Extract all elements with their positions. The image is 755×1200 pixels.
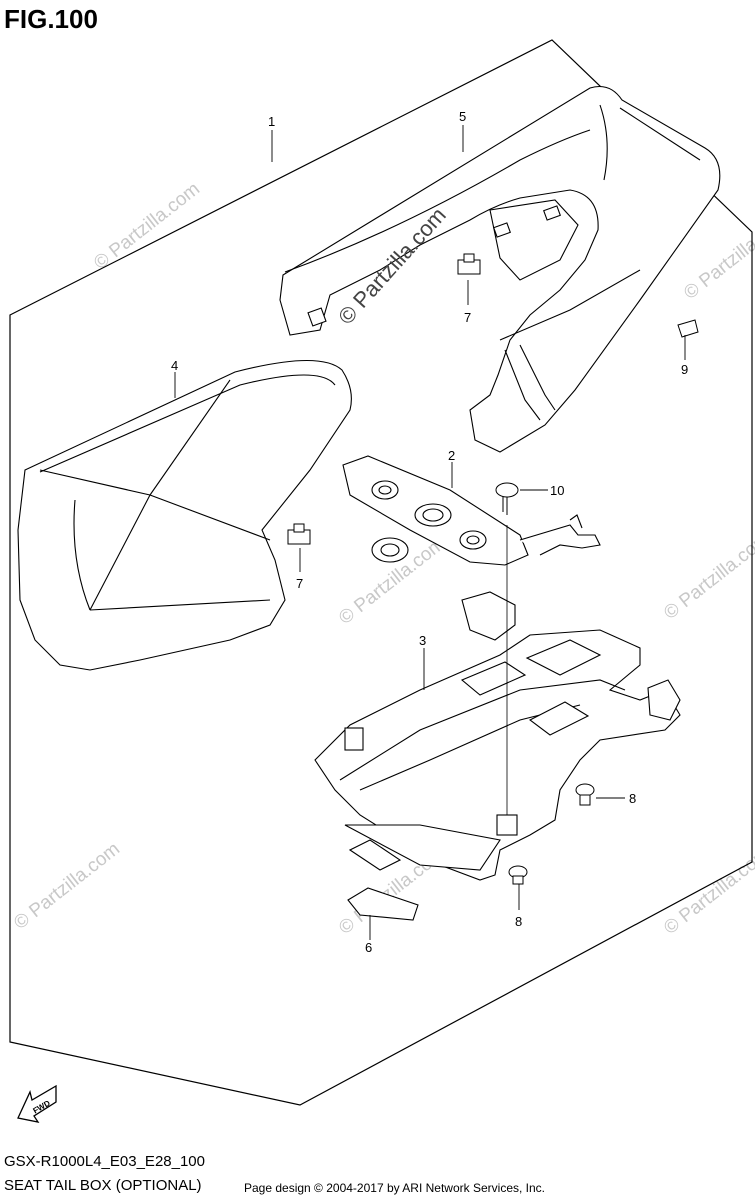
callout-8: 8 (629, 791, 636, 806)
callout-7: 7 (296, 576, 303, 591)
callout-9: 9 (681, 362, 688, 377)
watermark: © Partzilla.com (660, 529, 755, 624)
callout-labels: 1 2 3 4 5 6 7 7 8 8 9 10 (171, 109, 688, 955)
clip-part-7 (287, 253, 481, 545)
callout-8: 8 (515, 914, 522, 929)
model-code: GSX-R1000L4_E03_E28_100 (4, 1153, 205, 1170)
callout-10: 10 (550, 483, 564, 498)
seat-cover (17, 359, 352, 671)
watermark: © Partzilla.com (10, 839, 124, 934)
callout-3: 3 (419, 633, 426, 648)
fwd-arrow-icon: FWD (17, 1084, 57, 1123)
page-credit: Page design © 2004-2017 by ARI Network S… (244, 1181, 546, 1195)
watermark: © Partzilla.com (660, 844, 755, 939)
callout-2: 2 (448, 448, 455, 463)
tail-cowl (279, 85, 721, 453)
pad-part-9 (677, 319, 699, 338)
callout-5: 5 (459, 109, 466, 124)
callout-4: 4 (171, 358, 178, 373)
bracket-plate (342, 455, 601, 566)
callout-1: 1 (268, 114, 275, 129)
leader-lines (174, 125, 686, 940)
grommet (371, 537, 409, 563)
watermark: © Partzilla.com (90, 179, 204, 274)
figure-title: FIG.100 (4, 4, 98, 34)
pad-part-6 (347, 887, 419, 921)
kit-outline (9, 39, 753, 1106)
screw-part-10 (495, 482, 519, 515)
callout-6: 6 (365, 940, 372, 955)
figure-subtitle: SEAT TAIL BOX (OPTIONAL) (4, 1177, 202, 1194)
bolt-part-8 (508, 783, 595, 885)
base-bracket (314, 525, 681, 881)
callout-7: 7 (464, 310, 471, 325)
